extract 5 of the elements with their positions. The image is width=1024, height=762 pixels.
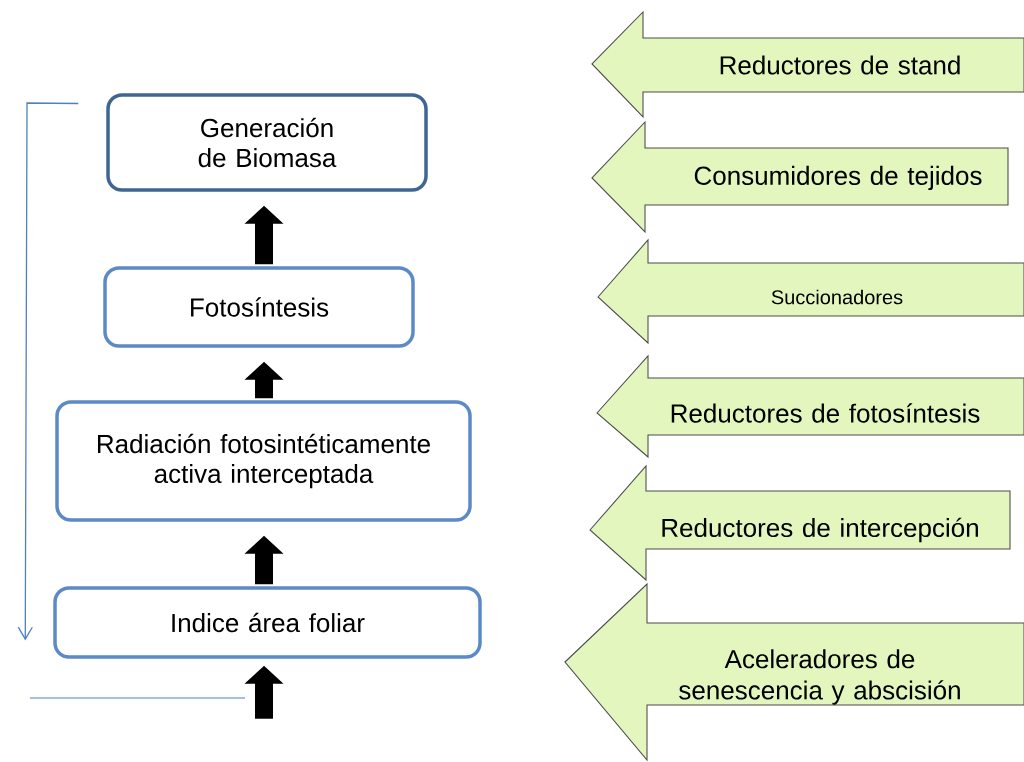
- process-box: Indice área foliar: [53, 586, 482, 659]
- process-box: Fotosíntesis: [103, 266, 415, 348]
- process-box: Radiación fotosintéticamente activa interceptada: [55, 400, 472, 522]
- process-box: Generación de Biomasa: [106, 93, 428, 192]
- feedback-arrow: [17, 102, 79, 641]
